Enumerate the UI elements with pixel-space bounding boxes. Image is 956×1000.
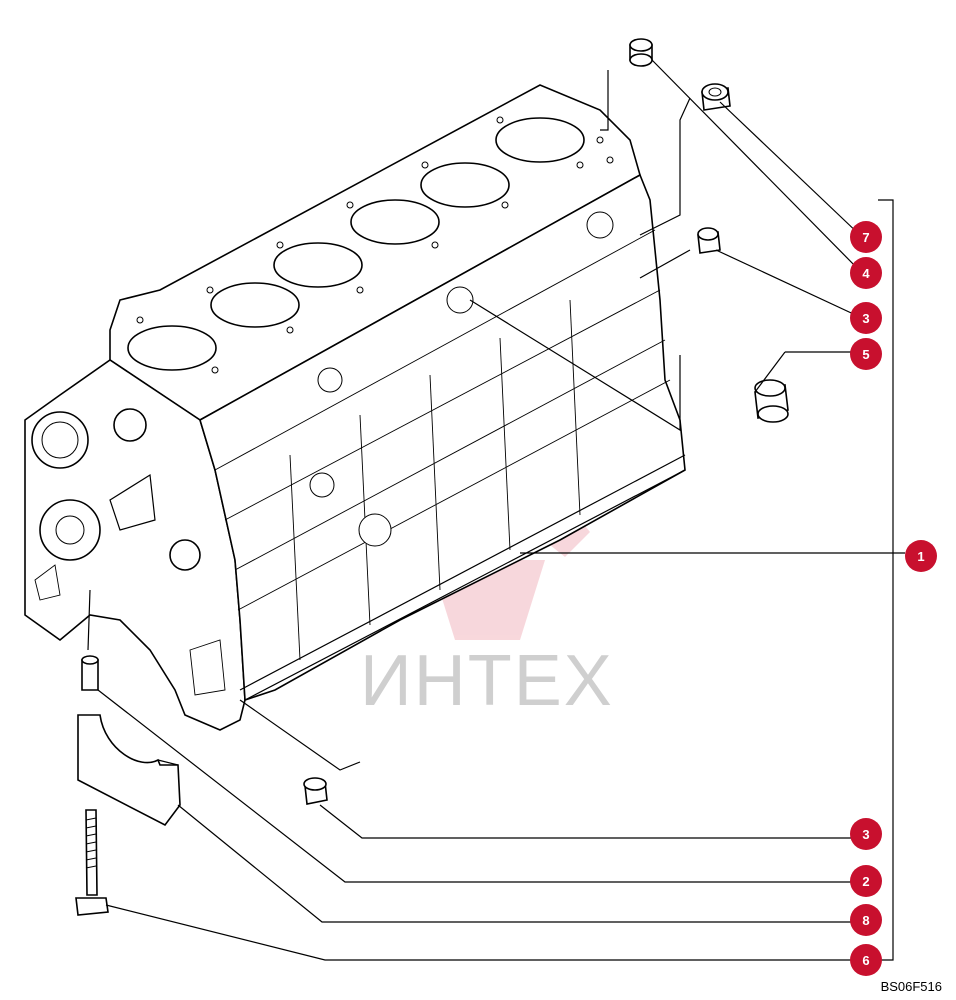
drawing-reference-code: BS06F516 xyxy=(880,979,942,994)
callout-3-upper-label: 3 xyxy=(862,311,869,326)
callout-7[interactable]: 7 xyxy=(850,221,882,253)
watermark-text: ИНТЕХ xyxy=(360,641,614,721)
callout-2-label: 2 xyxy=(862,874,869,889)
callout-3-lower-label: 3 xyxy=(862,827,869,842)
callout-3-lower[interactable]: 3 xyxy=(850,818,882,850)
callout-4[interactable]: 4 xyxy=(850,257,882,289)
main-bearing-cap xyxy=(77,714,181,827)
side-plug-lower xyxy=(303,777,328,805)
callout-8-label: 8 xyxy=(862,913,869,928)
callout-6[interactable]: 6 xyxy=(850,944,882,976)
callout-2[interactable]: 2 xyxy=(850,865,882,897)
callout-7-label: 7 xyxy=(862,230,869,245)
side-plug-large xyxy=(754,379,789,423)
cap-bolt xyxy=(75,809,109,916)
callout-5-label: 5 xyxy=(862,347,869,362)
callout-4-label: 4 xyxy=(862,266,870,281)
callout-5[interactable]: 5 xyxy=(850,338,882,370)
callout-1-label: 1 xyxy=(917,549,924,564)
leader-lines xyxy=(87,59,905,961)
callout-6-label: 6 xyxy=(862,953,869,968)
callout-1[interactable]: 1 xyxy=(905,540,937,572)
cylinder-block xyxy=(24,84,686,731)
upper-plug xyxy=(629,38,653,67)
callout-8[interactable]: 8 xyxy=(850,904,882,936)
side-plug-upper xyxy=(697,227,721,254)
dowel-pin xyxy=(81,655,99,691)
sleeve-ring xyxy=(701,83,731,111)
callout-3-upper[interactable]: 3 xyxy=(850,302,882,334)
